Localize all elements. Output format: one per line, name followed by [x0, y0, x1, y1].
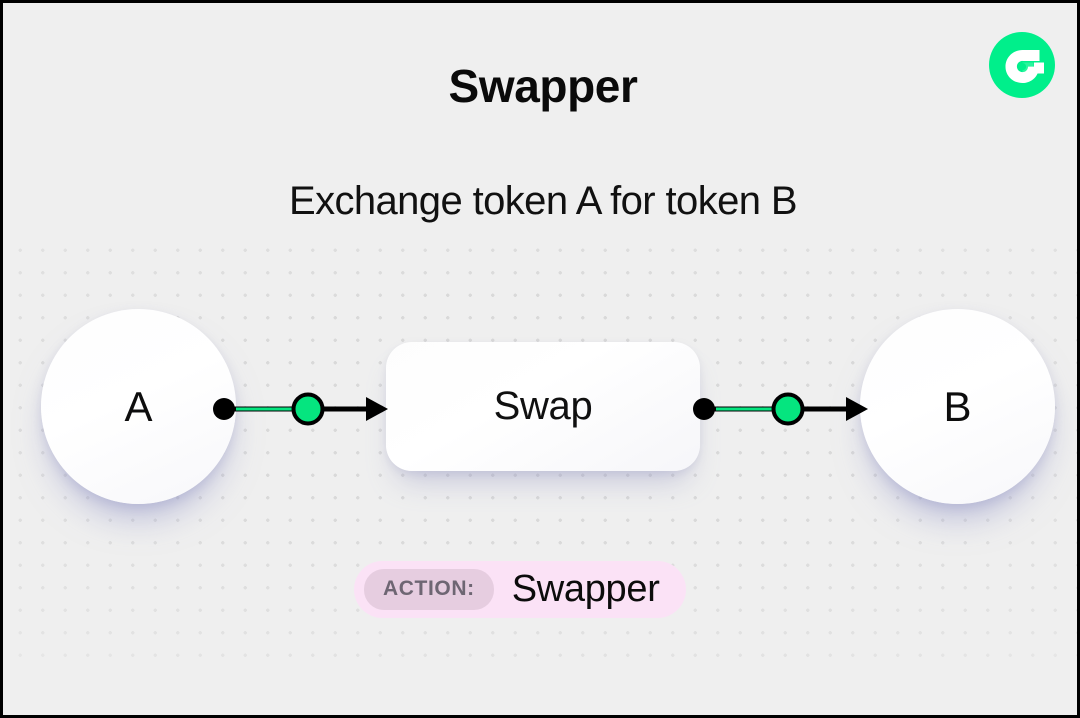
action-badge: ACTION: Swapper	[354, 561, 686, 618]
page-subtitle: Exchange token A for token B	[288, 179, 798, 223]
diagram-edge-swap-to-b	[686, 387, 872, 431]
action-badge-key: ACTION:	[364, 569, 494, 610]
diagram-node-swap[interactable]: Swap	[386, 342, 700, 471]
action-badge-value: Swapper	[511, 568, 660, 610]
swap-flow-diagram: A Swap B	[3, 3, 1077, 715]
diagram-edge-a-to-swap	[206, 387, 392, 431]
page-title: Swapper	[448, 60, 638, 112]
diagram-node-token-b[interactable]: B	[860, 309, 1055, 504]
flow-logo-icon	[989, 32, 1055, 98]
